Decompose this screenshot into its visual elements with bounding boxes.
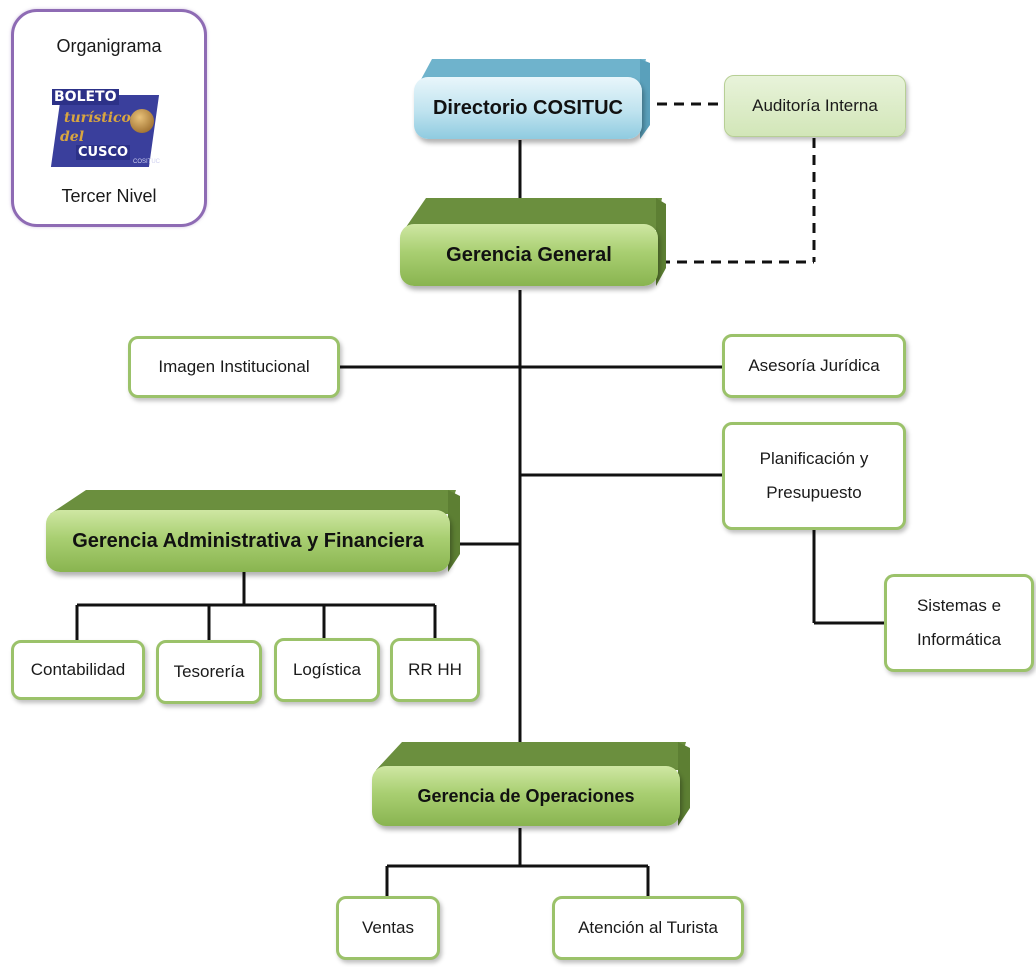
gerencia-operaciones-node: Gerencia de Operaciones	[372, 740, 690, 832]
sistemas-label-line1: Sistemas e	[916, 596, 1002, 615]
atencion-turista-node: Atención al Turista	[552, 896, 744, 960]
directorio-node: Directorio COSITUC	[414, 55, 650, 145]
atencion-turista-label: Atención al Turista	[578, 918, 718, 937]
imagen-institucional-node: Imagen Institucional	[128, 336, 340, 398]
auditoria-node: Auditoría Interna	[724, 75, 906, 137]
logo-coin-icon	[130, 109, 154, 133]
logo-line-4: CUSCO	[76, 145, 131, 160]
asesoria-juridica-label: Asesoría Jurídica	[748, 356, 880, 375]
asesoria-juridica-node: Asesoría Jurídica	[722, 334, 906, 398]
legend-subtitle: Tercer Nivel	[61, 186, 157, 206]
tesoreria-label: Tesorería	[173, 662, 245, 681]
logo-small-text: COSITUC	[133, 159, 160, 165]
gerencia-operaciones-bevel	[376, 742, 690, 826]
sistemas-informatica-node: Sistemas e Informática	[884, 574, 1034, 672]
logo-line-1: BOLETO	[52, 89, 119, 105]
gerencia-operaciones-label: Gerencia de Operaciones	[372, 766, 680, 826]
ventas-node: Ventas	[336, 896, 440, 960]
legend-box: Organigrama BOLETO turístico del CUSCO C…	[11, 9, 207, 227]
planificacion-node: Planificación y Presupuesto	[722, 422, 906, 530]
planificacion-label-line1: Planificación y	[759, 449, 869, 468]
ventas-label: Ventas	[362, 918, 414, 937]
auditoria-label: Auditoría Interna	[752, 96, 878, 115]
logistica-node: Logística	[274, 638, 380, 702]
gerencia-general-label: Gerencia General	[400, 224, 658, 286]
contabilidad-node: Contabilidad	[11, 640, 145, 700]
logistica-label: Logística	[292, 660, 362, 679]
rrhh-label: RR HH	[408, 660, 462, 679]
directorio-label: Directorio COSITUC	[414, 77, 642, 139]
planificacion-label-line2: Presupuesto	[766, 483, 862, 502]
gerencia-administrativa-label: Gerencia Administrativa y Financiera	[46, 510, 450, 572]
gerencia-general-node: Gerencia General	[400, 196, 666, 292]
boleto-turistico-logo: BOLETO turístico del CUSCO COSITUC	[50, 89, 172, 173]
logo-line-2: turístico	[64, 110, 131, 126]
rrhh-node: RR HH	[390, 638, 480, 702]
gerencia-administrativa-bevel	[50, 490, 460, 572]
imagen-institucional-label: Imagen Institucional	[158, 357, 310, 376]
gerencia-general-bevel	[404, 198, 666, 286]
tesoreria-node: Tesorería	[156, 640, 262, 704]
gerencia-administrativa-node: Gerencia Administrativa y Financiera	[46, 488, 460, 578]
legend-title: Organigrama	[56, 36, 162, 56]
sistemas-label-line2: Informática	[916, 630, 1002, 649]
contabilidad-label: Contabilidad	[30, 660, 126, 679]
logo-line-3: del	[60, 129, 85, 145]
